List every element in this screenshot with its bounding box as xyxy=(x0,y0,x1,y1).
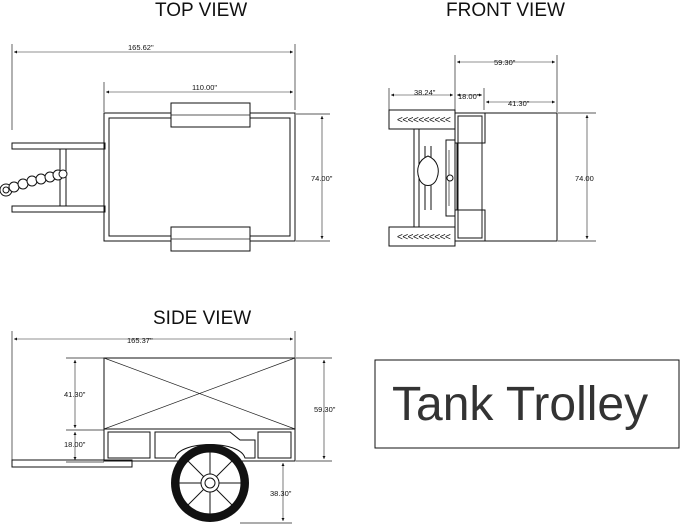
chassis-panel xyxy=(107,431,151,459)
title-block-text: Tank Trolley xyxy=(392,378,648,431)
tow-chain xyxy=(0,169,68,197)
side-wheel xyxy=(171,444,249,522)
dim-side-height: 59.30" xyxy=(314,405,336,414)
tank-box-diagonal xyxy=(103,357,296,430)
trolley-bed-inner xyxy=(108,117,291,237)
front-view-heading: FRONT VIEW xyxy=(446,0,565,21)
front-tow-arm-top xyxy=(388,109,456,130)
chassis xyxy=(103,428,296,462)
front-wheel-bottom xyxy=(454,209,486,242)
dim-overall-length: 165.62" xyxy=(128,43,154,52)
dim-side-length: 165.37" xyxy=(127,336,153,345)
tow-bar-top xyxy=(11,142,106,150)
side-drawbar xyxy=(11,459,133,468)
front-tow-arm-bottom xyxy=(388,226,456,247)
top-view: TOP VIEW 165.62" 110.00" 74.00" xyxy=(0,0,333,252)
dim-bed-length: 110.00" xyxy=(192,83,217,92)
chassis-panel xyxy=(257,431,292,459)
dim-front-height: 74.00 xyxy=(575,174,594,183)
front-chevrons-bottom: <<<<<<<<<< xyxy=(397,232,451,243)
tow-bar-bottom xyxy=(11,205,106,213)
dim-width: 74.00" xyxy=(311,174,333,183)
top-view-heading: TOP VIEW xyxy=(155,0,247,21)
dim-front-left: 38.24" xyxy=(414,88,436,97)
front-wheel-top xyxy=(454,112,486,144)
front-pin xyxy=(446,174,454,182)
title-block-frame xyxy=(374,359,680,449)
dim-front-middle: 18.00" xyxy=(458,92,480,101)
trolley-bed-outer xyxy=(103,112,296,242)
front-view: FRONT VIEW 59.30" 38.24" 18.00" 41.30" 7… xyxy=(388,0,596,247)
front-body xyxy=(456,112,558,242)
dim-side-below: 38.30" xyxy=(270,489,292,498)
front-hitch-ball xyxy=(417,155,439,186)
wheel-arch xyxy=(154,431,256,459)
title-block: Tank Trolley xyxy=(374,359,680,449)
dim-side-upper: 41.30" xyxy=(64,390,86,399)
front-axle-bracket xyxy=(445,139,456,217)
dim-front-overall: 59.30" xyxy=(494,58,516,67)
dim-side-lower: 18.00" xyxy=(64,440,86,449)
dim-front-right: 41.30" xyxy=(508,99,530,108)
front-chevrons-top: <<<<<<<<<< xyxy=(397,115,451,126)
side-view-heading: SIDE VIEW xyxy=(153,308,251,329)
side-view: SIDE VIEW 165.37" 41.30" 18.00" 59.30" 3… xyxy=(11,308,336,524)
